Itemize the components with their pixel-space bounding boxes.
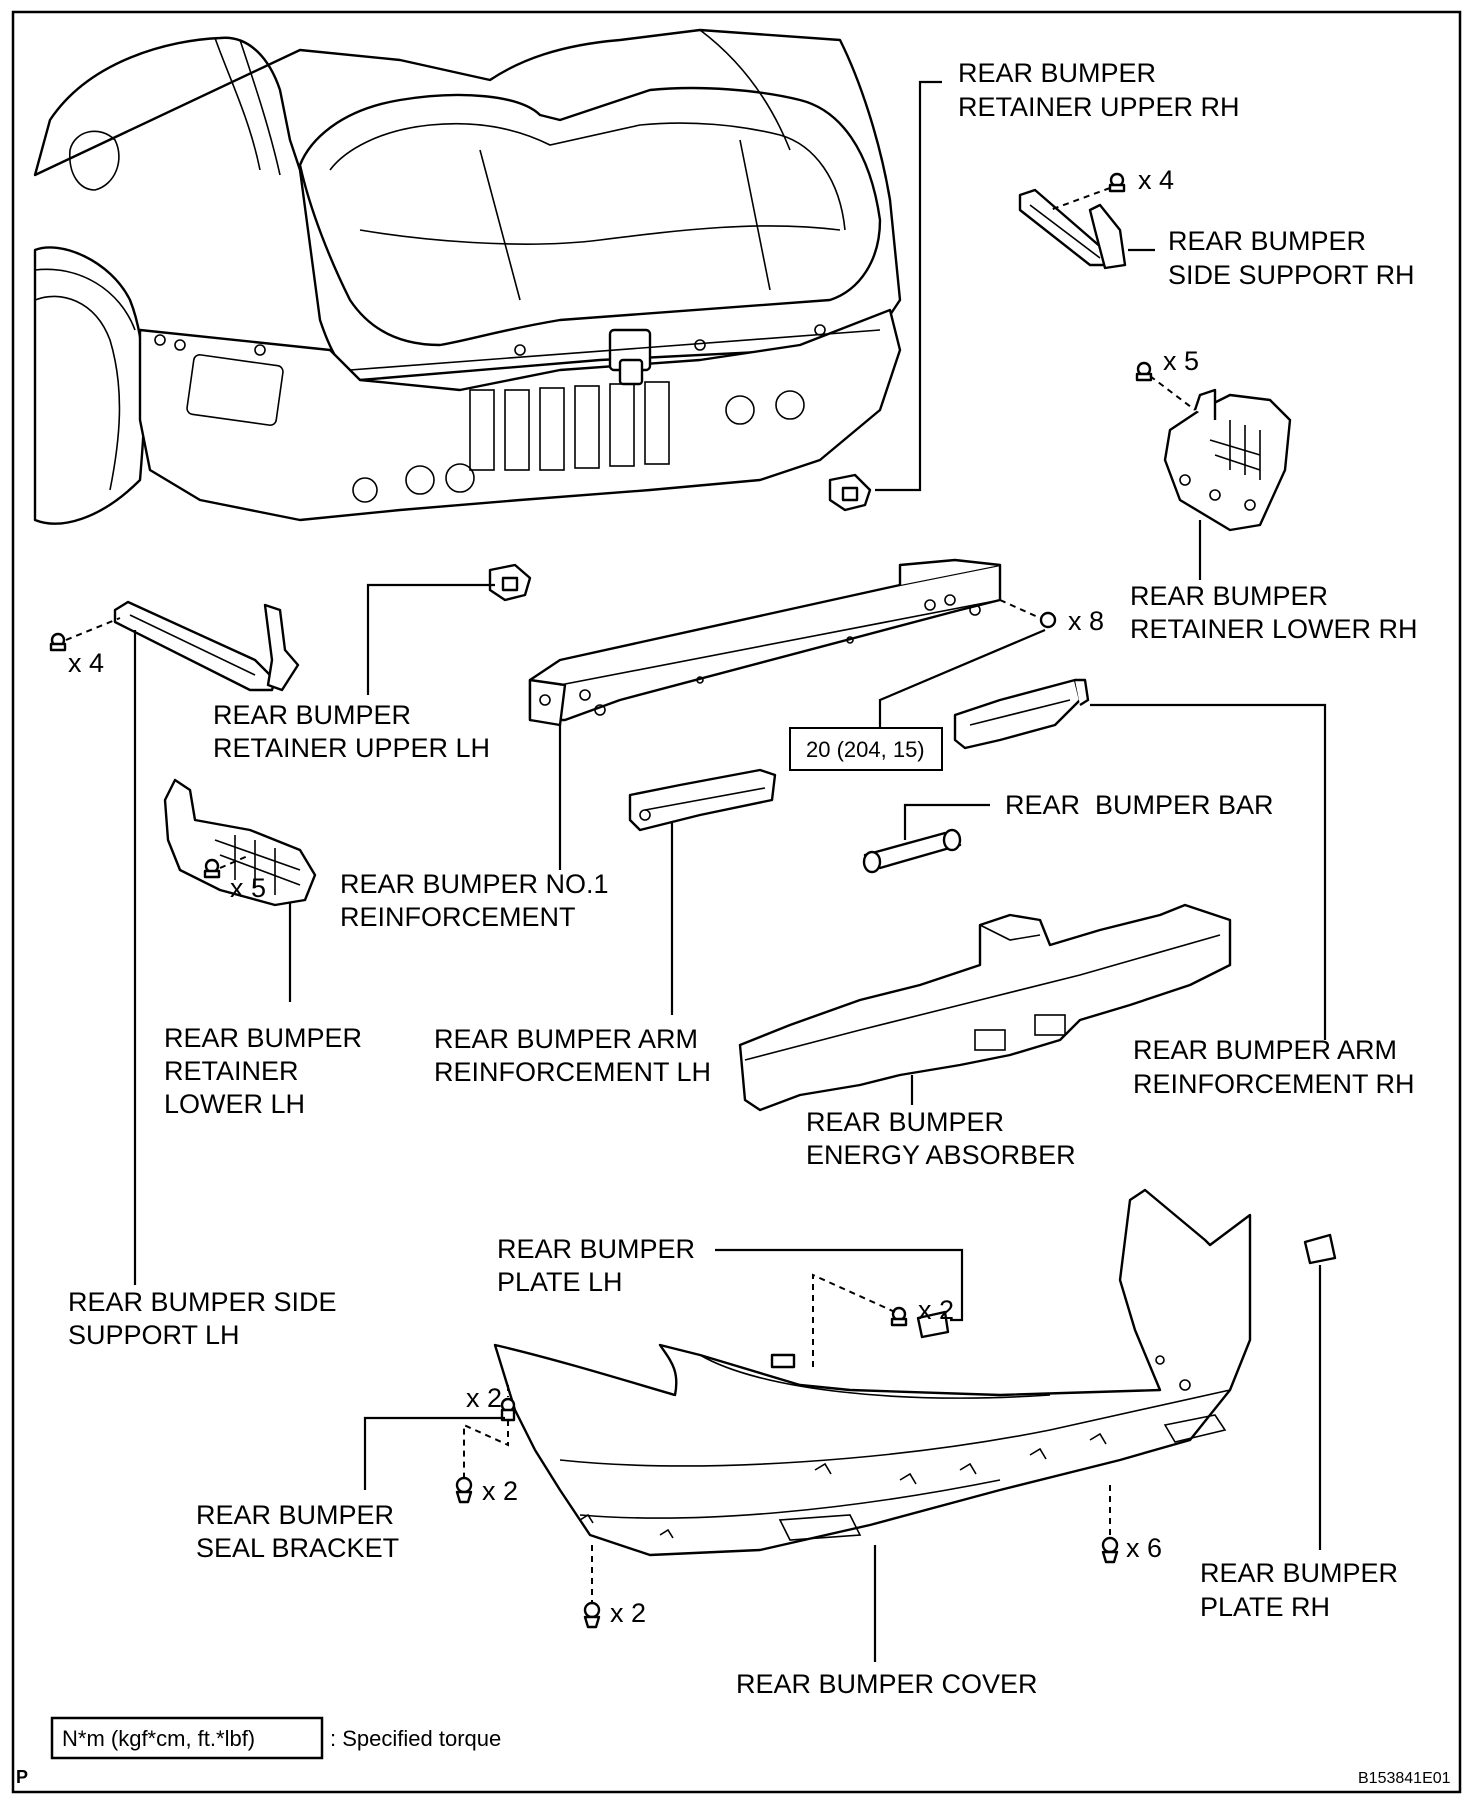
svg-text:REAR BUMPER: REAR BUMPER xyxy=(1130,581,1328,611)
label-bumper-bar: REAR BUMPER BAR xyxy=(1005,790,1274,820)
legend-description: : Specified torque xyxy=(330,1726,501,1751)
label-plate-lh: REAR BUMPER PLATE LH xyxy=(497,1234,695,1297)
svg-text:REAR BUMPER: REAR BUMPER xyxy=(1168,226,1366,256)
leader-torque-spec xyxy=(878,628,1046,730)
screw-cover-bottom-left xyxy=(583,1601,601,1629)
retainer-lower-lh-part xyxy=(163,778,317,907)
svg-text:REAR BUMPER: REAR BUMPER xyxy=(958,58,1156,88)
svg-text:REAR BUMPER: REAR BUMPER xyxy=(196,1500,394,1530)
svg-text:20 (204, 15): 20 (204, 15) xyxy=(806,737,925,762)
label-energy-absorber: REAR BUMPER ENERGY ABSORBER xyxy=(806,1107,1076,1170)
leader-arm-reinforcement-rh xyxy=(1090,703,1327,1040)
screw-retainer-lower-rh xyxy=(1135,361,1153,382)
count-reinforcement-bolts: x 8 xyxy=(1068,606,1104,636)
bumper-cover-part xyxy=(493,1188,1252,1557)
count-plate-lh: x 2 xyxy=(918,1295,954,1325)
svg-text:REAR BUMPER ARM: REAR BUMPER ARM xyxy=(434,1024,698,1054)
count-seal-bracket-lower: x 2 xyxy=(482,1476,518,1506)
count-cover-bottom-left: x 2 xyxy=(610,1598,646,1628)
no1-reinforcement-part xyxy=(528,558,1002,727)
count-retainer-lower-lh: x 5 xyxy=(230,873,266,903)
plate-rh-part xyxy=(1303,1233,1337,1265)
svg-text:SEAL BRACKET: SEAL BRACKET xyxy=(196,1533,399,1563)
retainer-lower-rh-part xyxy=(1163,388,1292,532)
screw-side-support-lh xyxy=(49,632,67,652)
svg-text:REINFORCEMENT: REINFORCEMENT xyxy=(340,902,576,932)
label-retainer-upper-lh: REAR BUMPER RETAINER UPPER LH xyxy=(213,700,490,763)
count-cover-bottom-right: x 6 xyxy=(1126,1533,1162,1563)
count-side-support-rh: x 4 xyxy=(1138,165,1174,195)
leader-retainer-upper-lh xyxy=(366,583,495,695)
count-seal-bracket-upper: x 2 xyxy=(466,1383,502,1413)
arm-reinforcement-rh-part xyxy=(953,678,1090,750)
svg-text:REAR BUMPER: REAR BUMPER xyxy=(164,1023,362,1053)
svg-text:REAR BUMPER NO.1: REAR BUMPER NO.1 xyxy=(340,869,609,899)
label-bumper-cover: REAR BUMPER COVER xyxy=(736,1669,1038,1699)
svg-text:REINFORCEMENT LH: REINFORCEMENT LH xyxy=(434,1057,711,1087)
retainer-upper-lh-part xyxy=(488,563,532,602)
label-no1-reinforcement: REAR BUMPER NO.1 REINFORCEMENT xyxy=(340,869,609,932)
leader-bumper-bar xyxy=(903,803,990,840)
svg-text:REAR BUMPER COVER: REAR BUMPER COVER xyxy=(736,1669,1038,1699)
corner-mark: P xyxy=(16,1767,28,1787)
vehicle-rear-body xyxy=(33,28,902,525)
diagram-frame xyxy=(11,10,1462,1794)
side-support-rh-part xyxy=(1018,188,1127,270)
bumper-bar-part xyxy=(862,828,962,874)
torque-legend: N*m (kgf*cm, ft.*lbf) : Specified torque xyxy=(50,1716,501,1760)
svg-text:REAR BUMPER: REAR BUMPER xyxy=(497,1234,695,1264)
energy-absorber-part xyxy=(738,903,1232,1112)
svg-text:RETAINER: RETAINER xyxy=(164,1056,299,1086)
label-side-support-lh: REAR BUMPER SIDE SUPPORT LH xyxy=(68,1287,337,1350)
leader-plate-lh xyxy=(715,1248,964,1322)
count-side-support-lh: x 4 xyxy=(68,648,104,678)
label-retainer-lower-lh: REAR BUMPER RETAINER LOWER LH xyxy=(164,1023,362,1119)
svg-text:PLATE LH: PLATE LH xyxy=(497,1267,623,1297)
leader-retainer-upper-rh xyxy=(875,80,942,492)
side-support-lh-part xyxy=(113,600,300,692)
svg-text:ENERGY ABSORBER: ENERGY ABSORBER xyxy=(806,1140,1076,1170)
label-arm-reinforcement-rh: REAR BUMPER ARM REINFORCEMENT RH xyxy=(1133,1035,1415,1099)
svg-text:RETAINER UPPER RH: RETAINER UPPER RH xyxy=(958,92,1240,122)
svg-text:REINFORCEMENT RH: REINFORCEMENT RH xyxy=(1133,1069,1415,1099)
label-plate-rh: REAR BUMPER PLATE RH xyxy=(1200,1558,1398,1622)
svg-text:RETAINER UPPER LH: RETAINER UPPER LH xyxy=(213,733,490,763)
svg-text:REAR BUMPER SIDE: REAR BUMPER SIDE xyxy=(68,1287,337,1317)
retainer-upper-rh-part xyxy=(828,473,872,512)
seal-bracket-clip xyxy=(500,1397,516,1422)
svg-text:PLATE RH: PLATE RH xyxy=(1200,1592,1330,1622)
label-seal-bracket: REAR BUMPER SEAL BRACKET xyxy=(196,1500,399,1563)
screw-retainer-lower-lh xyxy=(203,858,221,879)
leader-seal-bracket xyxy=(363,1416,505,1490)
label-arm-reinforcement-lh: REAR BUMPER ARM REINFORCEMENT LH xyxy=(434,1024,711,1087)
screw-side-support-rh xyxy=(1108,172,1126,193)
svg-text:RETAINER LOWER RH: RETAINER LOWER RH xyxy=(1130,614,1418,644)
screw-plate-lh xyxy=(890,1306,908,1327)
svg-text:REAR BUMPER: REAR BUMPER xyxy=(1200,1558,1398,1588)
legend-box-text: N*m (kgf*cm, ft.*lbf) xyxy=(62,1726,255,1751)
count-retainer-lower-rh: x 5 xyxy=(1163,346,1199,376)
svg-text:REAR BUMPER: REAR BUMPER xyxy=(213,700,411,730)
svg-text:LOWER LH: LOWER LH xyxy=(164,1089,305,1119)
figure-id: B153841E01 xyxy=(1358,1770,1451,1787)
label-side-support-rh: REAR BUMPER SIDE SUPPORT RH xyxy=(1168,226,1415,290)
screw-cover-bottom-right xyxy=(1101,1536,1119,1564)
bolt-reinforcement xyxy=(1039,611,1057,629)
svg-text:REAR BUMPER BAR: REAR BUMPER BAR xyxy=(1005,790,1274,820)
svg-text:REAR BUMPER: REAR BUMPER xyxy=(806,1107,1004,1137)
torque-spec-box: 20 (204, 15) xyxy=(789,727,943,771)
label-retainer-lower-rh: REAR BUMPER RETAINER LOWER RH xyxy=(1130,581,1418,644)
screw-seal-bracket xyxy=(455,1476,473,1504)
svg-text:SUPPORT LH: SUPPORT LH xyxy=(68,1320,240,1350)
label-retainer-upper-rh: REAR BUMPER RETAINER UPPER RH xyxy=(958,58,1240,122)
svg-text:REAR BUMPER ARM: REAR BUMPER ARM xyxy=(1133,1035,1397,1065)
plate-lh-part xyxy=(916,1310,950,1339)
arm-reinforcement-lh-part xyxy=(628,768,777,832)
svg-text:SIDE SUPPORT RH: SIDE SUPPORT RH xyxy=(1168,260,1415,290)
